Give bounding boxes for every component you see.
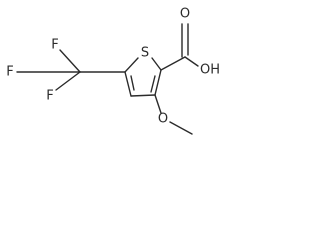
- bond-o-methyl: [169, 121, 193, 135]
- bond-cf3-f3: [55, 71, 81, 91]
- molecule-structure: S F F F O OH O: [6, 7, 220, 135]
- bond-c-oh: [184, 56, 199, 67]
- atom-methoxy-oxygen: O: [158, 112, 168, 127]
- bond-c4-c5-inner: [130, 75, 135, 91]
- atom-fluorine-bottom: F: [46, 89, 53, 104]
- atom-sulfur: S: [141, 46, 149, 61]
- bond-c2-c3-inner: [150, 75, 156, 93]
- bond-c2-ccooh: [160, 56, 186, 71]
- atom-carbonyl-oxygen: O: [180, 7, 190, 22]
- bond-cf3-f1: [59, 49, 81, 73]
- atom-hydroxyl: OH: [200, 63, 220, 78]
- atom-fluorine-left: F: [6, 65, 13, 80]
- bond-c2-c3: [154, 69, 162, 96]
- bond-c4-c5: [124, 71, 132, 97]
- bond-s-c2: [151, 57, 162, 71]
- bond-c3-o-methoxy: [154, 94, 162, 114]
- atom-fluorine-top: F: [51, 38, 58, 53]
- bond-s-c5: [124, 57, 139, 73]
- bond-c3-c4: [130, 94, 156, 97]
